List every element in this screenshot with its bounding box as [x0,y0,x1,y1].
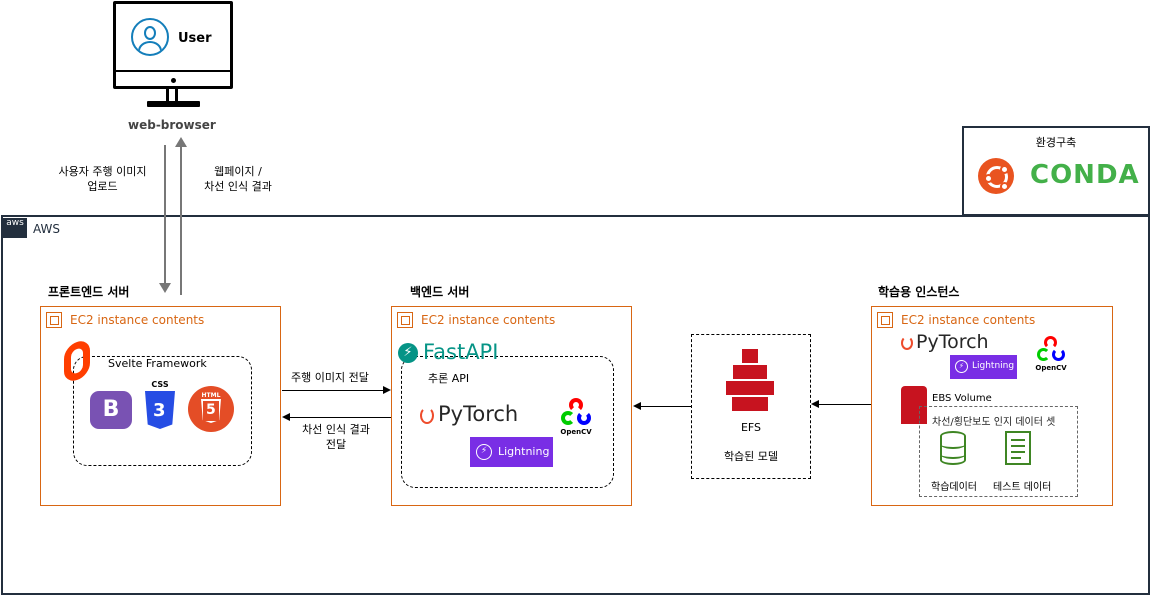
efs-to-backend-arrowhead [633,402,641,410]
monitor-base [147,101,200,107]
to-backend-arrowhead [383,386,391,394]
result-arrow [180,147,182,295]
test-data-label: 테스트 데이터 [993,482,1052,493]
training-ec2-label: EC2 instance contents [901,313,1036,327]
dataset-label: 차선/횡단보도 인지 데이터 셋 [932,417,1056,428]
train-data-label: 학습데이터 [931,482,977,493]
svelte-label: Svelte Framework [108,357,207,370]
api-group [401,356,614,488]
browser-label: web-browser [128,118,216,132]
ec2-chip-icon [397,312,413,328]
to-backend-label: 주행 이미지 전달 [291,371,369,384]
efs-model-label: 학습된 모델 [723,450,779,463]
document-icon [1005,431,1031,465]
svelte-icon [60,337,96,385]
opencv-icon: OpenCV [1035,336,1067,376]
frontend-ec2-label: EC2 instance contents [70,313,205,327]
efs-group [691,334,811,479]
user-icon [131,18,169,56]
opencv-icon: OpenCV [558,397,594,437]
svelte-group [73,356,252,466]
ebs-volume-icon [901,386,927,424]
frontend-title: 프론트엔드 서버 [48,285,130,299]
upload-arrow [164,145,166,285]
monitor-power-dot [171,78,176,83]
monitor-stand [166,89,178,101]
to-backend-arrow [282,390,384,391]
upload-arrowhead [159,283,171,293]
backend-ec2-label: EC2 instance contents [421,313,556,327]
efs-to-backend-arrow [640,406,691,407]
user-label: User [178,31,212,46]
aws-region [1,215,1150,595]
api-label: 추론 API [428,372,470,385]
ec2-chip-icon [46,312,62,328]
result-flow-label: 웹페이지 /차선 인식 결과 [204,165,272,193]
bootstrap-icon: B [90,391,132,429]
aws-logo-icon: aws [3,218,27,238]
backend-ec2 [391,306,632,506]
pytorch-icon [901,336,913,350]
to-frontend-arrow [289,417,391,418]
css3-icon: CSS 3 [142,380,178,432]
fastapi-icon: ⚡ [398,343,418,363]
training-to-efs-arrow [819,404,871,405]
html5-icon: HTML 5 [188,386,234,432]
efs-label: EFS [740,421,762,434]
lightning-badge: ⚡ Lightning [950,355,1017,379]
backend-title: 백엔드 서버 [410,285,470,299]
fastapi-label: FastAPI [423,340,499,364]
training-pytorch-label: PyTorch [916,331,989,353]
conda-logo: CONDA [1030,160,1140,190]
ec2-chip-icon [877,312,893,328]
aws-label: AWS [33,222,61,236]
result-arrowhead [175,137,187,147]
dataset-group [919,406,1078,497]
lightning-badge: ⚡ Lightning [470,437,553,467]
training-title: 학습용 인스턴스 [878,285,960,299]
user-monitor [113,1,233,89]
env-title: 환경구축 [1035,136,1077,149]
ubuntu-icon [978,158,1014,194]
training-to-efs-arrowhead [811,400,819,408]
ebs-label: EBS Volume [932,393,992,404]
efs-icon [724,349,776,413]
database-icon [940,431,966,465]
pytorch-label: PyTorch [438,402,519,426]
pytorch-icon [420,407,434,424]
to-frontend-arrowhead [282,413,290,421]
